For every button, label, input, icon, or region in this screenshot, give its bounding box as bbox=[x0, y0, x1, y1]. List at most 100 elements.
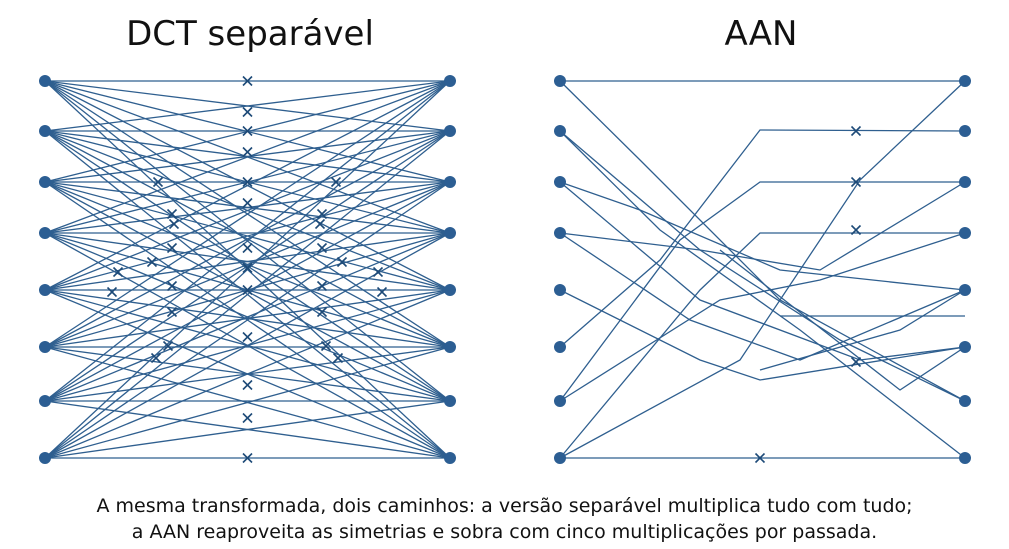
aan-edge bbox=[559, 80, 966, 402]
multiplier-mark bbox=[242, 412, 253, 424]
output-node bbox=[959, 176, 971, 188]
multiplier-mark bbox=[316, 208, 328, 220]
multiplier-mark bbox=[166, 306, 178, 318]
multiplier-mark bbox=[850, 176, 862, 188]
separable-edge bbox=[44, 181, 451, 402]
aan-edge bbox=[559, 289, 966, 381]
output-node bbox=[444, 227, 456, 239]
output-node bbox=[959, 75, 971, 87]
output-node bbox=[959, 125, 971, 137]
multiplier-mark bbox=[330, 176, 342, 188]
multiplier-mark bbox=[242, 379, 253, 391]
output-node bbox=[959, 452, 971, 464]
separable-edge bbox=[44, 181, 451, 291]
multiplier-mark bbox=[242, 125, 253, 137]
separable-edge bbox=[44, 130, 451, 348]
output-node bbox=[444, 75, 456, 87]
separable-edge bbox=[44, 181, 451, 459]
input-node bbox=[39, 75, 51, 87]
aan-edge bbox=[719, 249, 966, 391]
separable-edge bbox=[44, 181, 451, 348]
multiplier-mark bbox=[242, 197, 253, 209]
multiplier-mark bbox=[242, 106, 253, 118]
aan-edge bbox=[559, 232, 965, 459]
output-node bbox=[444, 176, 456, 188]
multiplier-mark bbox=[316, 306, 328, 318]
multiplier-mark bbox=[320, 340, 332, 352]
output-node bbox=[444, 341, 456, 353]
separable-edge bbox=[44, 346, 451, 459]
multiplier-mark bbox=[316, 242, 328, 254]
multiplier-mark bbox=[242, 331, 253, 343]
aan-edge bbox=[559, 130, 966, 402]
multiplier-mark bbox=[106, 286, 118, 298]
multiplier-mark bbox=[166, 208, 178, 220]
aan-title: AAN bbox=[724, 14, 798, 54]
separable-edge bbox=[44, 80, 451, 291]
input-node bbox=[554, 341, 566, 353]
input-node bbox=[554, 284, 566, 296]
output-node bbox=[444, 395, 456, 407]
flow-graph-diagram bbox=[39, 75, 971, 464]
aan-edge bbox=[559, 181, 966, 291]
separable-edge bbox=[44, 232, 451, 291]
input-node bbox=[554, 176, 566, 188]
aan-edge bbox=[559, 232, 966, 361]
multiplier-mark bbox=[162, 340, 174, 352]
separable-edge bbox=[44, 289, 451, 459]
aan-edge bbox=[559, 181, 966, 361]
separable-edge bbox=[44, 232, 451, 459]
multiplier-mark bbox=[242, 284, 253, 296]
input-node bbox=[39, 125, 51, 137]
input-node bbox=[554, 395, 566, 407]
multiplier-mark bbox=[242, 242, 253, 254]
output-node bbox=[959, 395, 971, 407]
multiplier-mark bbox=[850, 224, 862, 236]
output-node bbox=[959, 284, 971, 296]
multiplier-mark bbox=[850, 125, 862, 137]
multiplier-mark bbox=[372, 266, 384, 278]
multiplier-mark bbox=[316, 280, 328, 292]
separable-edge bbox=[44, 130, 451, 402]
aan-graph bbox=[554, 75, 971, 464]
separable-edge bbox=[44, 80, 451, 402]
multiplier-mark bbox=[850, 356, 862, 368]
aan-edge bbox=[559, 181, 965, 402]
multiplier-mark bbox=[376, 286, 388, 298]
separable-dct-graph bbox=[39, 75, 456, 464]
separable-edge bbox=[44, 80, 451, 234]
multiplier-mark bbox=[168, 218, 180, 230]
separable-edge bbox=[44, 181, 451, 234]
separable-edge bbox=[44, 130, 451, 459]
multiplier-mark bbox=[242, 262, 253, 274]
input-node bbox=[554, 227, 566, 239]
input-node bbox=[39, 284, 51, 296]
input-node bbox=[39, 341, 51, 353]
multiplier-mark bbox=[146, 256, 158, 268]
separable-edge bbox=[44, 80, 451, 459]
caption-line-2: a AAN reaproveita as simetrias e sobra c… bbox=[131, 521, 878, 543]
multiplier-mark bbox=[242, 75, 253, 87]
multiplier-mark bbox=[150, 352, 162, 364]
aan-edge bbox=[559, 232, 966, 402]
separable-edge bbox=[44, 289, 451, 348]
multiplier-mark bbox=[336, 256, 348, 268]
aan-edge bbox=[559, 130, 966, 459]
multiplier-mark bbox=[166, 280, 178, 292]
separable-dct-title: DCT separável bbox=[126, 14, 374, 54]
multiplier-mark bbox=[314, 218, 326, 230]
separable-edge bbox=[44, 232, 451, 402]
output-node bbox=[959, 227, 971, 239]
separable-edge bbox=[44, 130, 451, 291]
input-node bbox=[554, 452, 566, 464]
input-node bbox=[39, 452, 51, 464]
multiplier-mark bbox=[152, 176, 164, 188]
multiplier-mark bbox=[754, 452, 766, 464]
output-node bbox=[444, 125, 456, 137]
aan-edge bbox=[559, 129, 966, 348]
input-node bbox=[554, 125, 566, 137]
input-node bbox=[39, 227, 51, 239]
aan-edge bbox=[759, 289, 966, 371]
multiplier-mark bbox=[332, 352, 344, 364]
aan-edge bbox=[559, 181, 966, 271]
